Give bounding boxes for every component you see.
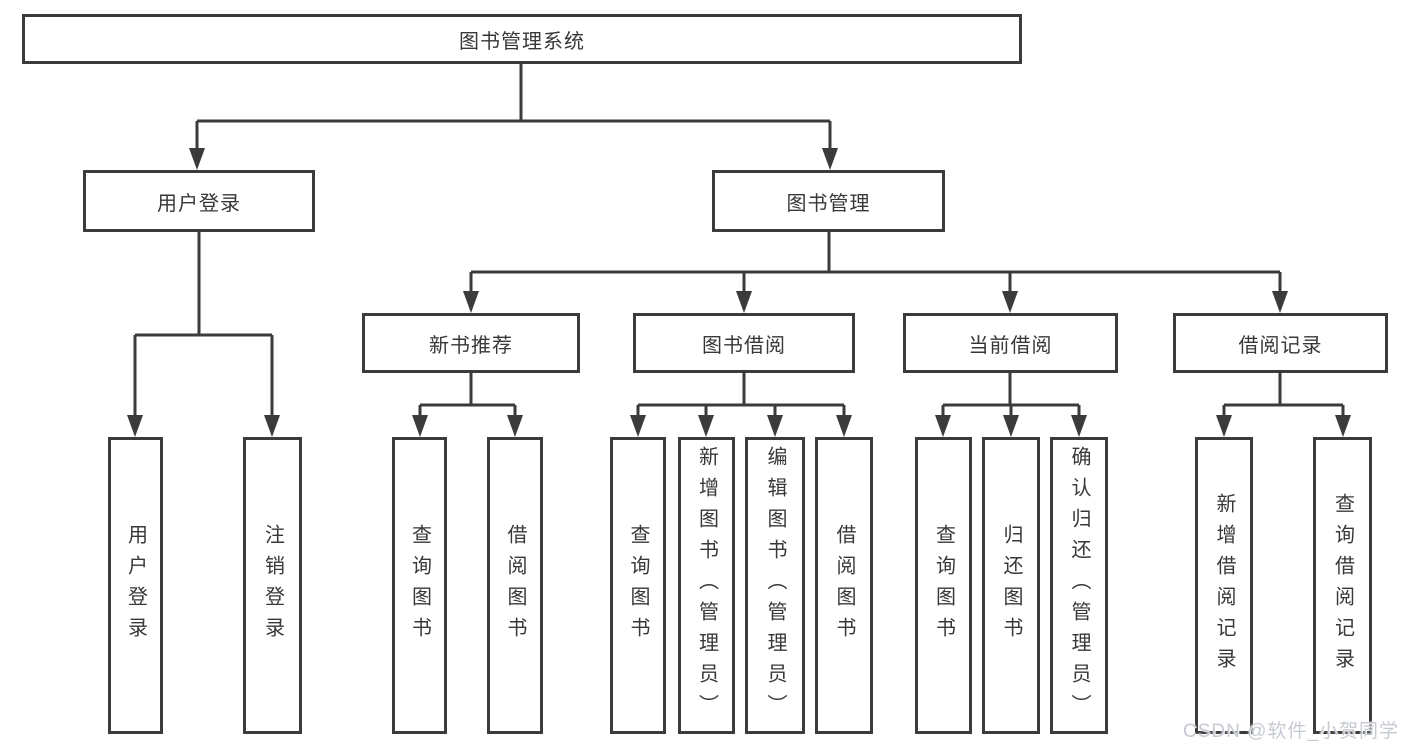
leaf-label: 查询图书 [932, 523, 955, 648]
leaf-label: 查询图书 [627, 523, 649, 648]
leaf-logout: 注销登录 [243, 437, 302, 734]
leaf-label: 编辑图书（管理员） [764, 446, 786, 725]
leaf-edit-books-admin: 编辑图书（管理员） [745, 437, 805, 734]
leaf-query-borrow-record: 查询借阅记录 [1313, 437, 1372, 734]
arrow-down-icon [1071, 415, 1087, 437]
arrow-down-icon [736, 291, 752, 313]
arrow-down-icon [630, 415, 646, 437]
node-label: 图书借阅 [702, 334, 786, 357]
leaf-query-books-borrowing: 查询图书 [610, 437, 666, 734]
leaf-return-books: 归还图书 [982, 437, 1040, 734]
arrow-down-icon [935, 415, 951, 437]
arrow-down-icon [698, 415, 714, 437]
leaf-label: 借阅图书 [504, 523, 526, 648]
node-label: 用户登录 [157, 192, 241, 215]
arrow-down-icon [189, 148, 205, 170]
arrow-down-icon [1003, 415, 1019, 437]
leaf-label: 用户登录 [124, 523, 147, 648]
arrow-down-icon [1002, 291, 1018, 313]
csdn-watermark: CSDN @软件_小贺同学 [1183, 721, 1399, 742]
node-root-library-system: 图书管理系统 [22, 14, 1022, 64]
leaf-label: 确认归还（管理员） [1068, 446, 1090, 725]
arrow-down-icon [767, 415, 783, 437]
arrow-down-icon [412, 415, 428, 437]
leaf-label: 查询借阅记录 [1331, 492, 1354, 679]
leaf-label: 新增图书（管理员） [695, 446, 718, 725]
arrow-down-icon [1335, 415, 1351, 437]
arrow-down-icon [822, 148, 838, 170]
leaf-confirm-return-admin: 确认归还（管理员） [1050, 437, 1108, 734]
leaf-borrow-books-borrowing: 借阅图书 [815, 437, 873, 734]
node-label: 当前借阅 [968, 334, 1053, 357]
leaf-query-books-recommend: 查询图书 [392, 437, 447, 734]
node-user-login: 用户登录 [83, 170, 315, 232]
arrow-down-icon [1216, 415, 1232, 437]
node-label: 借阅记录 [1238, 334, 1323, 357]
leaf-label: 借阅图书 [833, 523, 855, 648]
node-book-management: 图书管理 [712, 170, 945, 232]
arrow-down-icon [507, 415, 523, 437]
arrow-down-icon [1272, 291, 1288, 313]
leaf-label: 归还图书 [1000, 523, 1022, 648]
leaf-label: 注销登录 [261, 523, 284, 648]
leaf-label: 查询图书 [408, 523, 431, 648]
node-label: 新书推荐 [429, 334, 513, 357]
leaf-user-login: 用户登录 [108, 437, 163, 734]
node-label: 图书管理 [786, 192, 871, 215]
node-label: 图书管理系统 [459, 30, 585, 53]
arrow-down-icon [264, 415, 280, 437]
leaf-query-books-current: 查询图书 [915, 437, 972, 734]
node-current-borrowing: 当前借阅 [903, 313, 1118, 373]
leaf-label: 新增借阅记录 [1213, 492, 1235, 679]
arrow-down-icon [127, 415, 143, 437]
leaf-add-books-admin: 新增图书（管理员） [678, 437, 735, 734]
node-new-book-recommendation: 新书推荐 [362, 313, 580, 373]
arrow-down-icon [463, 291, 479, 313]
node-book-borrowing: 图书借阅 [633, 313, 855, 373]
leaf-add-borrow-record: 新增借阅记录 [1195, 437, 1253, 734]
node-borrowing-records: 借阅记录 [1173, 313, 1388, 373]
leaf-borrow-books-recommend: 借阅图书 [487, 437, 543, 734]
arrow-down-icon [836, 415, 852, 437]
